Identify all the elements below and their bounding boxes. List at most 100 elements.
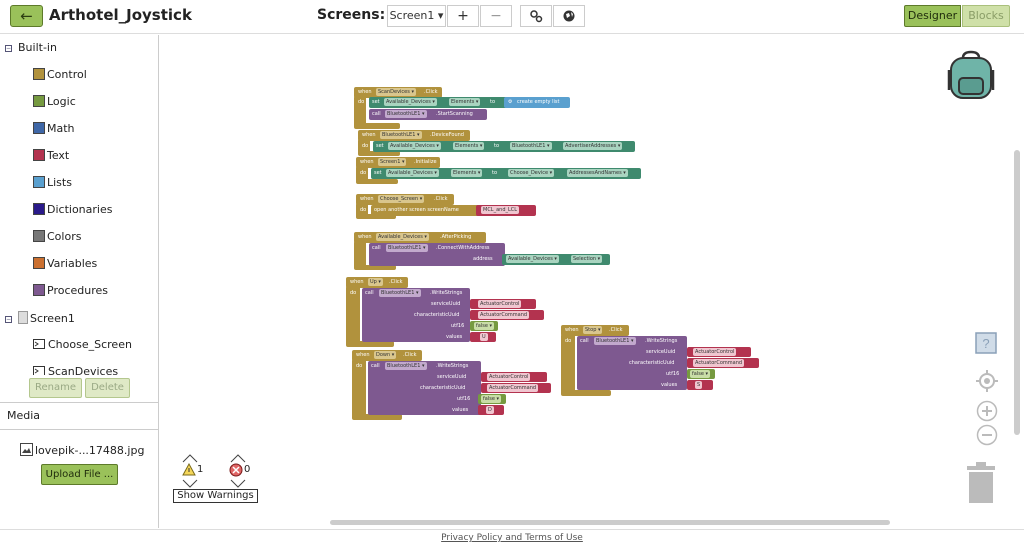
event-label: .AfterPicking <box>440 234 472 240</box>
boolean-dropdown[interactable]: false ▾ <box>690 370 710 378</box>
text-value[interactable]: ActuatorCommand <box>487 384 539 392</box>
category-dictionaries[interactable]: Dictionaries <box>33 203 112 216</box>
property-dropdown[interactable]: Selection ▾ <box>571 255 603 263</box>
component-dropdown[interactable]: BluetoothLE1 ▾ <box>594 337 636 345</box>
text-value[interactable]: ActuatorCommand <box>478 311 530 319</box>
text-value[interactable]: ActuatorControl <box>487 373 531 381</box>
component-dropdown[interactable]: Choose_Screen ▾ <box>378 195 425 203</box>
trash-icon[interactable] <box>966 462 996 504</box>
param-label: utf16 <box>451 323 465 329</box>
open-screen-label: open another screen screenName <box>374 207 459 213</box>
remove-screen-button[interactable]: − <box>480 5 512 27</box>
component-choose-screen[interactable]: Choose_Screen <box>33 338 132 351</box>
property-dropdown[interactable]: AddressesAndNames ▾ <box>567 169 628 177</box>
set-label: set <box>372 99 380 105</box>
component-dropdown[interactable]: BluetoothLE1 ▾ <box>386 244 428 252</box>
category-math[interactable]: Math <box>33 122 75 135</box>
delete-button[interactable]: Delete <box>85 378 130 398</box>
property-dropdown[interactable]: AdvertiserAddresses ▾ <box>563 142 623 150</box>
text-value[interactable]: ActuatorCommand <box>693 359 745 367</box>
component-dropdown[interactable]: ScanDevices ▾ <box>376 88 416 96</box>
collapse-icon[interactable]: − <box>5 316 12 323</box>
add-screen-button[interactable]: + <box>447 5 479 27</box>
to-label: to <box>490 99 496 105</box>
screen-select[interactable]: Screen1 ▾ <box>387 5 446 27</box>
category-label: Logic <box>47 95 76 108</box>
category-colors[interactable]: Colors <box>33 230 81 243</box>
recenter-icon[interactable] <box>976 370 998 392</box>
category-procedures[interactable]: Procedures <box>33 284 108 297</box>
prev-error-icon[interactable] <box>230 453 246 463</box>
component-dropdown[interactable]: Available_Devices ▾ <box>384 98 437 106</box>
component-label: ScanDevices <box>48 365 119 375</box>
category-variables[interactable]: Variables <box>33 257 97 270</box>
component-dropdown[interactable]: Down ▾ <box>374 351 397 359</box>
component-dropdown[interactable]: Available_Devices ▾ <box>506 255 559 263</box>
when-label: when <box>362 132 376 138</box>
media-file[interactable]: lovepik-...17488.jpg <box>20 443 144 457</box>
component-dropdown[interactable]: Available_Devices ▾ <box>388 142 441 150</box>
component-dropdown[interactable]: BluetoothLE1 ▾ <box>379 289 421 297</box>
horizontal-scrollbar[interactable] <box>330 520 890 525</box>
zoom-out-icon[interactable] <box>976 424 998 446</box>
zoom-in-icon[interactable] <box>976 400 998 422</box>
component-dropdown[interactable]: BluetoothLE1 ▾ <box>385 362 427 370</box>
property-dropdown[interactable]: Elements ▾ <box>453 142 485 150</box>
vertical-scrollbar[interactable] <box>1014 150 1020 435</box>
component-dropdown[interactable]: Choose_Device ▾ <box>508 169 555 177</box>
blocks-workspace[interactable]: when ScanDevices ▾ .Click do set Availab… <box>160 35 1023 528</box>
designer-button[interactable]: Designer <box>904 5 961 27</box>
component-scan-devices[interactable]: ScanDevices <box>33 365 118 375</box>
when-label: when <box>360 196 374 202</box>
back-button[interactable]: ← <box>10 5 43 27</box>
param-label: serviceUuid <box>431 301 461 307</box>
show-warnings-button[interactable]: Show Warnings <box>173 489 258 503</box>
event-label: .Initialize <box>414 159 437 165</box>
blocks-button[interactable]: Blocks <box>962 5 1010 27</box>
component-dropdown[interactable]: BluetoothLE1 ▾ <box>510 142 552 150</box>
boolean-dropdown[interactable]: false ▾ <box>474 322 494 330</box>
text-value[interactable]: D <box>486 406 494 414</box>
category-lists[interactable]: Lists <box>33 176 72 189</box>
variables-swatch-icon <box>33 257 45 269</box>
event-label: .Click <box>389 279 403 285</box>
screen1-node[interactable]: −Screen1 <box>5 311 75 325</box>
next-error-icon[interactable] <box>230 479 246 489</box>
privacy-policy-link[interactable]: Privacy Policy and Terms of Use <box>441 533 583 543</box>
category-control[interactable]: Control <box>33 68 87 81</box>
language-button[interactable] <box>553 5 585 27</box>
listpicker-icon <box>33 339 45 349</box>
category-logic[interactable]: Logic <box>33 95 76 108</box>
rename-button[interactable]: Rename <box>29 378 82 398</box>
text-value[interactable]: S <box>695 381 703 389</box>
category-text[interactable]: Text <box>33 149 69 162</box>
property-dropdown[interactable]: Elements ▾ <box>449 98 481 106</box>
text-value[interactable]: ActuatorControl <box>478 300 522 308</box>
property-dropdown[interactable]: Elements ▾ <box>451 169 483 177</box>
screens-label: Screens: <box>317 7 386 23</box>
set-label: set <box>374 170 382 176</box>
component-dropdown[interactable]: Available_Devices ▾ <box>386 169 439 177</box>
category-label: Colors <box>47 230 82 243</box>
component-dropdown[interactable]: Up ▾ <box>368 278 383 286</box>
component-dropdown[interactable]: BluetoothLE1 ▾ <box>385 110 427 118</box>
text-value[interactable]: U <box>480 333 488 341</box>
project-properties-button[interactable] <box>520 5 552 27</box>
text-value[interactable]: ActuatorControl <box>693 348 737 356</box>
component-dropdown[interactable]: Stop ▾ <box>583 326 603 334</box>
prev-warning-icon[interactable] <box>182 453 198 463</box>
upload-file-button[interactable]: Upload File ... <box>41 464 118 485</box>
backpack-icon[interactable] <box>947 50 997 102</box>
gears-icon <box>530 10 543 23</box>
builtin-node[interactable]: −Built-in <box>5 41 57 54</box>
collapse-icon[interactable]: − <box>5 45 12 52</box>
component-dropdown[interactable]: BluetoothLE1 ▾ <box>380 131 422 139</box>
boolean-dropdown[interactable]: false ▾ <box>481 395 501 403</box>
next-warning-icon[interactable] <box>182 479 198 489</box>
text-value[interactable]: MCL_and_LCL <box>481 206 520 214</box>
help-icon[interactable]: ? <box>975 332 997 354</box>
component-dropdown[interactable]: Screen1 ▾ <box>378 158 407 166</box>
component-dropdown[interactable]: Available_Devices ▾ <box>376 233 429 241</box>
param-label: characteristicUuid <box>420 385 466 391</box>
logic-swatch-icon <box>33 95 45 107</box>
